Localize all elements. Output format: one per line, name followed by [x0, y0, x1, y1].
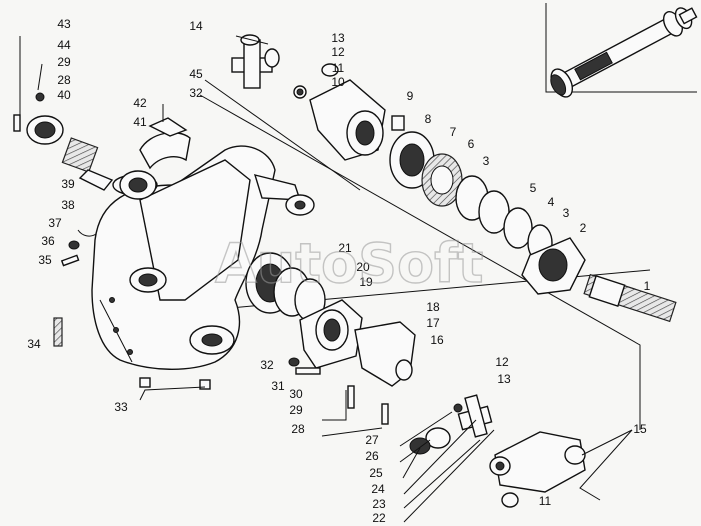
callout-c19: 19 [359, 275, 373, 289]
callout-c24: 24 [371, 482, 385, 496]
callout-c23: 23 [372, 497, 386, 511]
callout-c34: 34 [27, 337, 41, 351]
callout-c35: 35 [38, 253, 52, 267]
callout-c41: 41 [133, 115, 147, 129]
callout-c30: 30 [289, 387, 303, 401]
callout-c9: 9 [407, 89, 414, 103]
upper-universal-joint [231, 34, 339, 99]
callout-c42: 42 [133, 96, 147, 110]
watermark-text: AutoSoft [215, 232, 483, 295]
callout-c4: 4 [548, 195, 555, 209]
callout-c25: 25 [369, 466, 383, 480]
small-fasteners-left [53, 229, 211, 401]
callout-c37: 37 [48, 216, 62, 230]
callout-c31: 31 [271, 379, 285, 393]
callout-c17: 17 [426, 316, 440, 330]
callout-c40: 40 [57, 88, 71, 102]
bearing-stack-center [245, 252, 326, 322]
steering-knuckle-housing [91, 145, 315, 370]
callout-c2: 2 [580, 221, 587, 235]
callout-c27: 27 [365, 433, 379, 447]
callout-c15: 15 [633, 422, 647, 436]
inset-assembly-view [545, 3, 698, 98]
callout-c3a: 3 [483, 154, 490, 168]
callout-c44: 44 [57, 38, 71, 52]
callout-c11b: 11 [539, 494, 552, 508]
callout-c38: 38 [61, 198, 75, 212]
bearing-shells [139, 104, 191, 170]
bolts-center [288, 357, 389, 437]
callout-c5: 5 [530, 181, 537, 195]
callout-c32b: 32 [260, 358, 274, 372]
callout-c6: 6 [468, 137, 475, 151]
callout-c32a: 32 [189, 86, 203, 100]
callout-c16: 16 [430, 333, 444, 347]
callout-c33: 33 [114, 400, 128, 414]
callout-c14: 14 [189, 19, 203, 33]
callout-c12b: 12 [495, 355, 509, 369]
callout-c29a: 29 [57, 55, 71, 69]
inner-shaft-assembly [13, 36, 157, 200]
callout-c7: 7 [450, 125, 457, 139]
callout-c29b: 29 [289, 403, 303, 417]
callout-c22: 22 [372, 511, 386, 525]
universal-joint-cross [399, 394, 495, 523]
callout-c11a: 11 [332, 61, 345, 75]
upper-yoke [309, 79, 405, 161]
callout-c12a: 12 [331, 45, 345, 59]
callout-c20: 20 [356, 260, 370, 274]
callout-c1: 1 [644, 279, 651, 293]
callout-c21: 21 [338, 241, 352, 255]
callout-c26: 26 [365, 449, 379, 463]
callout-c13b: 13 [497, 372, 511, 386]
flange-and-yoke [299, 299, 416, 387]
callout-c10: 10 [331, 75, 345, 89]
callout-c8: 8 [425, 112, 432, 126]
callout-c43: 43 [57, 17, 71, 31]
callout-c3b: 3 [563, 206, 570, 220]
callout-c39: 39 [61, 177, 75, 191]
lower-yoke [489, 429, 633, 508]
callout-c13a: 13 [331, 31, 345, 45]
outer-housing-and-shaft [521, 237, 677, 323]
callout-c28a: 28 [57, 73, 71, 87]
callout-c45: 45 [189, 67, 203, 81]
callout-c28b: 28 [291, 422, 305, 436]
callout-c36: 36 [41, 234, 55, 248]
callout-c18: 18 [426, 300, 440, 314]
